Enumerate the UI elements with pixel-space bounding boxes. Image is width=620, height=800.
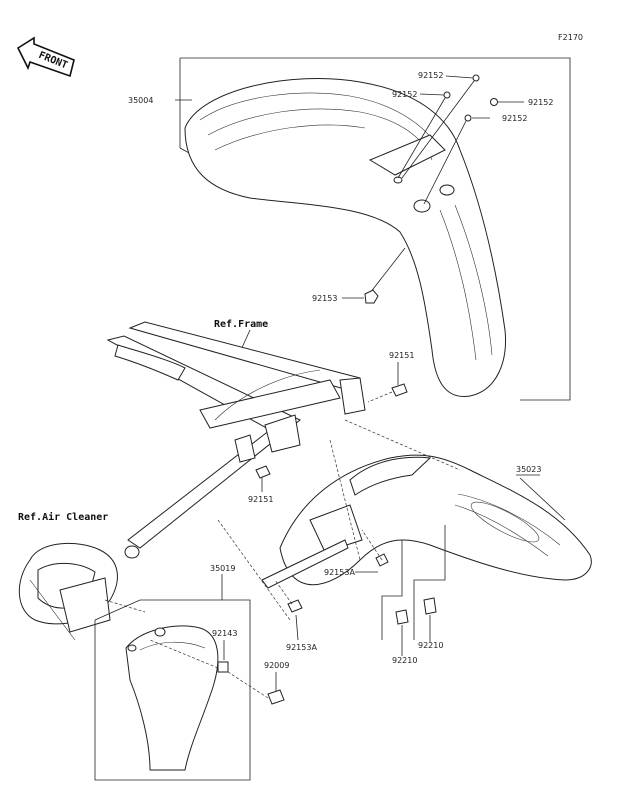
nut-right-icon: [423, 597, 437, 615]
guide-line: [217, 519, 291, 621]
callout-nut-left: 92210: [392, 656, 417, 665]
bolt-b-icon: [443, 91, 451, 99]
air-cleaner-group: Ref.Air Cleaner: [18, 511, 146, 641]
callout-screw: 92009: [264, 661, 289, 670]
collar-icon: [217, 661, 229, 673]
callout-rear-bolt-mid: 92151: [248, 495, 273, 504]
guide-line: [344, 419, 461, 471]
callout-front-bolt-lower: 92153: [312, 294, 337, 303]
rear-upper-bolt-icon: [391, 383, 408, 397]
screw-icon: [267, 689, 285, 705]
callout-collar: 92143: [212, 629, 237, 638]
callout-rear-bolt-upper: 92151: [389, 351, 414, 360]
front-direction-arrow: FRONT: [16, 36, 75, 78]
callout-bolt-a: 92152: [418, 71, 443, 80]
callout-bolt-rear-b: 92153A: [286, 643, 317, 652]
callout-bolt-d: 92152: [502, 114, 527, 123]
bolt-c-icon: [490, 98, 498, 106]
rear-frame-group: Ref.Frame: [106, 319, 366, 559]
front-fender-box: [180, 57, 571, 401]
guide-line: [329, 439, 361, 561]
rear-upper-bolts: 92151 92151: [248, 351, 414, 504]
rear-mid-bolt-icon: [255, 465, 271, 479]
callout-nut-right: 92210: [418, 641, 443, 650]
bolt-a-icon: [472, 74, 480, 82]
mud-flap: [125, 625, 219, 771]
front-fender-group: 35004 92152 92152 92152 92152 92153: [128, 57, 571, 401]
ref-frame-label: Ref.Frame: [214, 319, 268, 330]
rear-fender-group: 35023 92153A 92153A 92210 92210: [261, 454, 592, 665]
nut-left-icon: [395, 609, 409, 625]
ref-air-cleaner-label: Ref.Air Cleaner: [18, 511, 108, 523]
front-lower-bolt-icon: [364, 289, 379, 304]
bolt-d-icon: [464, 114, 472, 122]
callout-bolt-rear-a: 92153A: [324, 568, 355, 577]
callout-front-fender: 35004: [128, 96, 153, 105]
callout-mud-flap: 35019: [210, 564, 235, 573]
mud-flap-group: 35019 92143 92009: [94, 564, 289, 781]
callout-rear-fender: 35023: [516, 465, 541, 474]
callout-bolt-b: 92152: [392, 90, 417, 99]
figure-code: F2170: [558, 33, 583, 42]
callout-bolt-c: 92152: [528, 98, 553, 107]
